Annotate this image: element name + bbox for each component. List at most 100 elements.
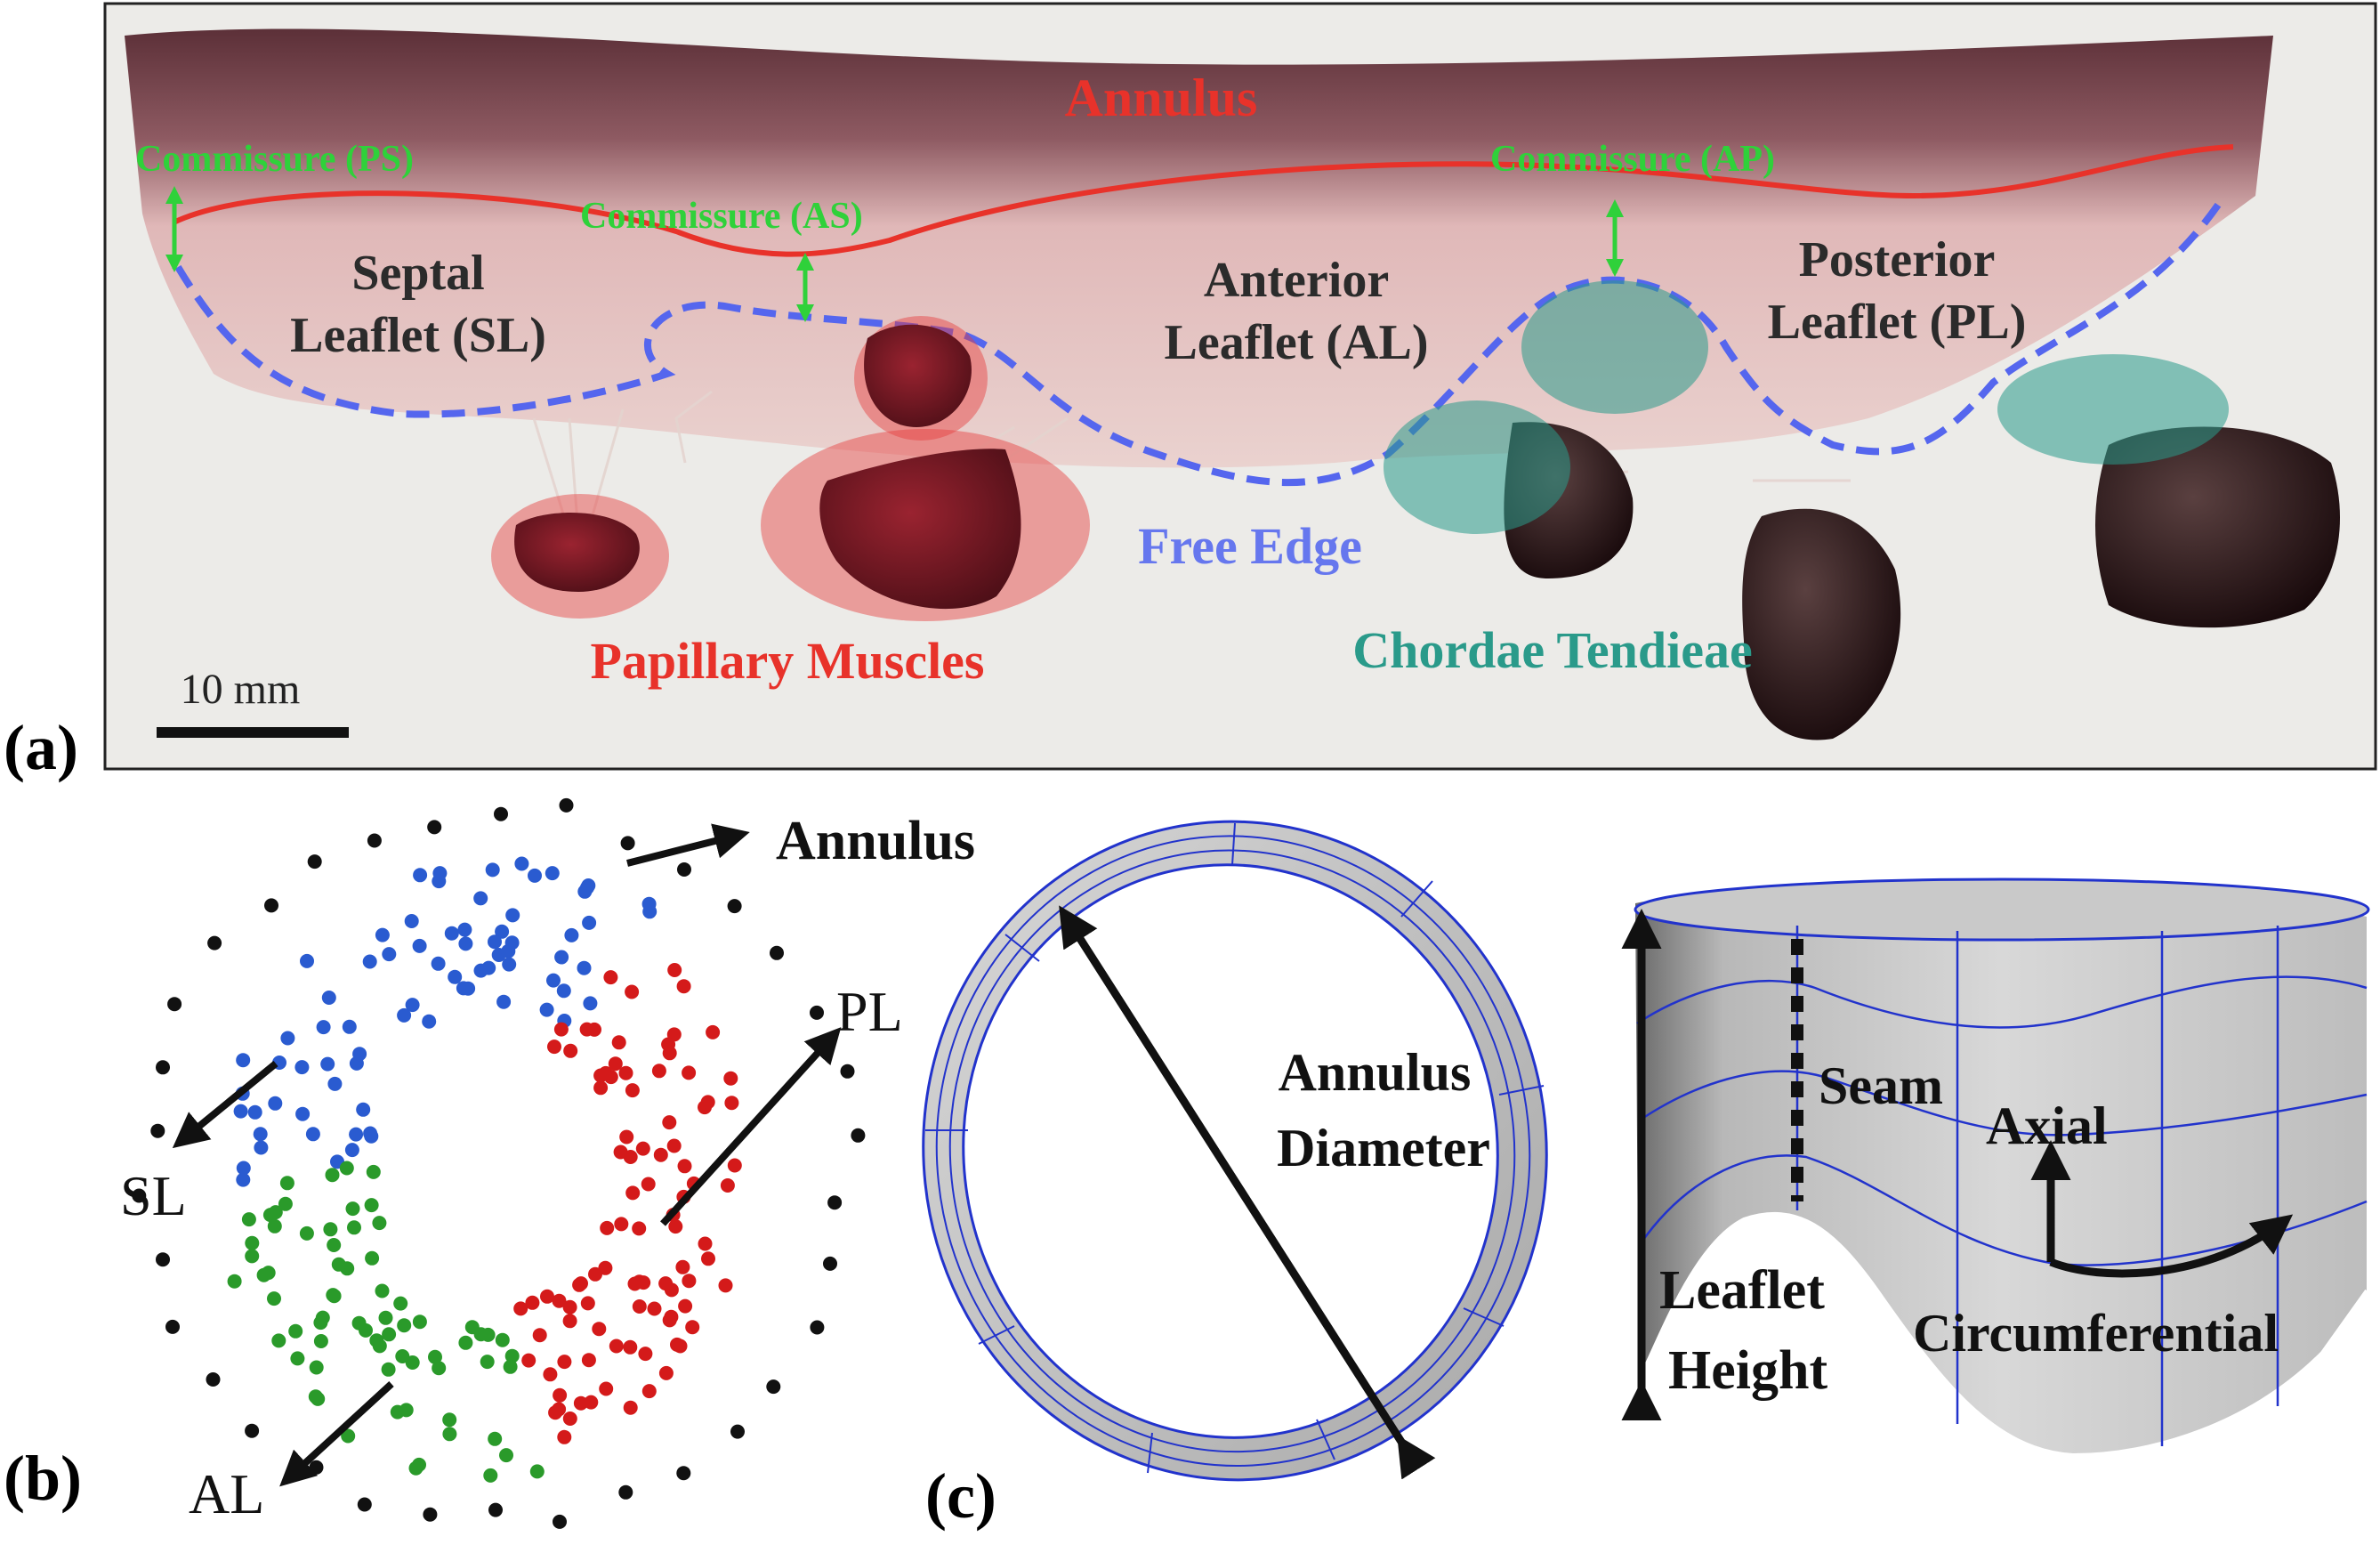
annulus-point [827, 1195, 843, 1210]
posterior-point [587, 1022, 601, 1037]
posterior-point [552, 1293, 567, 1308]
septal-point [485, 862, 500, 878]
posterior-point [592, 1322, 607, 1337]
al-label: AL [189, 1462, 264, 1525]
septal-point [375, 927, 390, 942]
anterior-point [442, 1427, 457, 1442]
annulus-point [770, 945, 784, 960]
posterior-point [664, 1282, 679, 1298]
papillary-muscles-label: Papillary Muscles [590, 632, 984, 690]
septal-point [495, 924, 510, 939]
anterior-point [381, 1362, 396, 1377]
posterior-point [651, 1064, 666, 1079]
posterior-point [632, 1299, 647, 1314]
pl-arrow [660, 1027, 842, 1226]
seam-label: Seam [1819, 1056, 1943, 1115]
septal-point [496, 994, 512, 1009]
anterior-point [382, 1327, 397, 1342]
anterior-point [339, 1161, 354, 1176]
anterior-point [241, 1212, 256, 1227]
annulus-point [165, 1319, 180, 1334]
septal-point [432, 874, 447, 889]
posterior-point [718, 1278, 733, 1293]
annulus-point [156, 1060, 170, 1075]
septal-point [305, 1127, 320, 1142]
posterior-point [623, 1400, 638, 1415]
posterior-point [552, 1402, 567, 1417]
anterior-point [397, 1318, 412, 1333]
septal-point [349, 1127, 364, 1142]
posterior-point [682, 1274, 697, 1289]
posterior-point [580, 1296, 595, 1311]
al-arrow [279, 1381, 394, 1487]
annulus-point [245, 1423, 260, 1438]
posterior-point [562, 1411, 577, 1426]
annulus-point [207, 935, 222, 950]
posterior-point [562, 1299, 577, 1314]
posterior-point [675, 1259, 690, 1274]
posterior-point [632, 1221, 647, 1236]
septal-point [254, 1140, 269, 1155]
septal-point [422, 1014, 437, 1029]
septal-point [320, 1056, 335, 1072]
posterior-point [543, 1367, 558, 1382]
septal-point [247, 1104, 262, 1120]
anterior-point [488, 1431, 503, 1446]
axial-label: Axial [1986, 1096, 2108, 1155]
anterior-point [458, 1335, 473, 1350]
posterior-point [619, 1129, 634, 1145]
annulus-point [823, 1256, 837, 1271]
dark-muscle-2 [1742, 508, 1901, 740]
annulus-label-b: Annulus [776, 811, 975, 871]
anterior-point [359, 1322, 373, 1338]
septal-point [236, 1053, 251, 1068]
posterior-point [673, 1339, 688, 1354]
diameter-label-1: Annulus [1279, 1043, 1472, 1102]
anterior-point [366, 1164, 381, 1179]
septal-point [545, 866, 560, 881]
septal-point [413, 868, 428, 883]
septal-point [316, 1020, 331, 1035]
annulus-point [618, 1484, 633, 1500]
diameter-label-2: Diameter [1277, 1119, 1490, 1177]
anterior-point [390, 1404, 405, 1420]
septal-point [458, 936, 473, 951]
anterior-point [290, 1351, 305, 1366]
posterior-point [603, 970, 618, 985]
annulus-point [494, 806, 508, 821]
septal-leaflet-label-2: Leaflet (SL) [290, 308, 546, 363]
anterior-point [288, 1323, 303, 1339]
anterior-point [503, 1359, 518, 1374]
posterior-point [667, 963, 682, 977]
anterior-point [495, 1332, 510, 1347]
diameter-arrow [1059, 905, 1436, 1480]
annulus-point [423, 1507, 438, 1522]
septal-point [300, 953, 314, 968]
chordae-highlight-1 [1384, 400, 1570, 534]
anterior-point [327, 1238, 342, 1252]
annulus-point [840, 1064, 855, 1079]
annulus-point [766, 1379, 781, 1395]
septal-point [362, 954, 377, 969]
septal-point [236, 1172, 251, 1187]
posterior-point [625, 1083, 640, 1098]
annulus-point [810, 1005, 824, 1020]
annulus-point [150, 1123, 165, 1138]
posterior-point [666, 1138, 682, 1153]
anterior-point [473, 1327, 488, 1342]
posterior-point [664, 1309, 679, 1324]
anterior-point [245, 1249, 260, 1264]
annulus-point [727, 899, 742, 914]
panel-c: Annulus Diameter Seam Axial L [922, 820, 2370, 1532]
annulus-point [264, 898, 278, 913]
annulus-point [206, 1372, 221, 1387]
posterior-point [553, 1387, 568, 1403]
posterior-point [557, 1355, 572, 1370]
posterior-point [521, 1353, 537, 1368]
posterior-point [609, 1339, 624, 1354]
posterior-point [598, 1260, 613, 1275]
anterior-point [327, 1289, 342, 1304]
papillary-muscle-1 [514, 513, 640, 592]
anterior-point [278, 1196, 293, 1211]
